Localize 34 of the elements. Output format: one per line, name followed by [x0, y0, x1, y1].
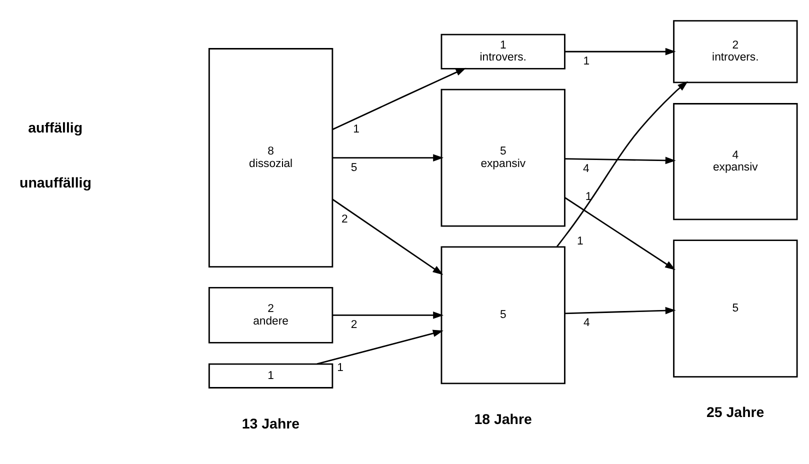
- node-box: 1 introvers.: [440, 34, 566, 70]
- node-box: 5 expansiv: [440, 88, 566, 227]
- node-box: 2 introvers.: [673, 20, 798, 84]
- edge-label: 1: [337, 362, 344, 374]
- arrow: [332, 154, 444, 162]
- node-box: 5: [673, 240, 798, 378]
- edge-label: 1: [585, 190, 592, 203]
- arrow: [564, 306, 676, 314]
- edge-label: 4: [583, 163, 590, 176]
- arrow: [564, 48, 676, 56]
- edge-label: 2: [350, 319, 358, 332]
- node-box: 1: [208, 363, 334, 388]
- label: 13 Jahre: [242, 416, 300, 433]
- arrow: [556, 81, 688, 247]
- label: auffällig: [28, 120, 83, 137]
- edge-label: 1: [353, 123, 360, 136]
- arrow: [564, 156, 676, 164]
- edge-label: 2: [342, 214, 348, 226]
- label: 18 Jahre: [474, 412, 532, 428]
- edge-label: 1: [577, 235, 584, 248]
- label: 25 Jahre: [706, 405, 764, 422]
- arrow: [564, 197, 676, 270]
- node-box: 4 expansiv: [673, 103, 798, 220]
- edge-label: 5: [350, 162, 358, 174]
- edge-label: 1: [583, 56, 590, 68]
- node-box: 8 dissozial: [208, 48, 334, 268]
- arrow: [332, 198, 444, 275]
- arrow: [332, 312, 444, 319]
- arrow: [316, 330, 444, 365]
- node-box: 5: [440, 246, 566, 384]
- node-box: 2 andere: [208, 287, 334, 344]
- label: unauffällig: [20, 176, 92, 192]
- edge-label: 4: [584, 316, 590, 329]
- arrow: [332, 68, 466, 130]
